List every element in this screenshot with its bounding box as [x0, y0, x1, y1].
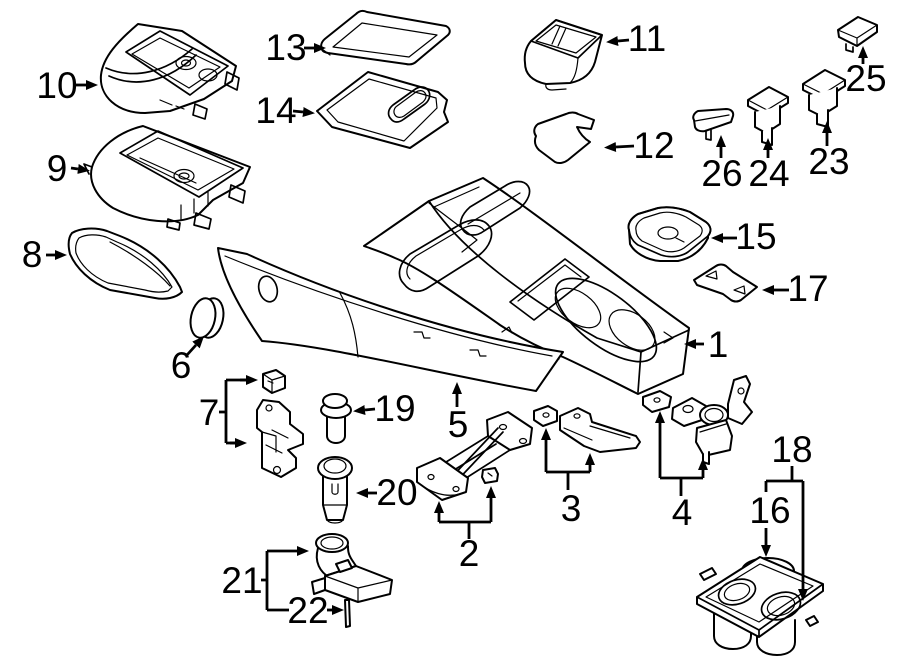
callout-14-label: 14 — [255, 90, 296, 131]
callout-11: 11 — [606, 18, 666, 59]
callout-11-label: 11 — [628, 18, 666, 59]
part-19-cap-plug — [320, 393, 352, 444]
part-5-side-panel — [217, 247, 564, 392]
callout-2-label: 2 — [459, 533, 480, 574]
callout-24-label: 24 — [748, 153, 789, 194]
callout-23-label: 23 — [808, 141, 849, 182]
callout-7-label: 7 — [199, 392, 220, 433]
part-10-console-tray-upper — [99, 23, 240, 120]
part-4-mount — [642, 375, 753, 465]
part-23-switch — [802, 69, 846, 128]
part-1-console-body — [363, 177, 690, 395]
callout-4: 4 — [655, 411, 708, 533]
callout-20: 20 — [356, 472, 418, 513]
callout-16-label: 16 — [749, 490, 790, 531]
callout-8: 8 — [22, 234, 67, 275]
part-20-outlet-socket — [317, 456, 353, 524]
part-3-bracket — [533, 405, 641, 453]
part-22-screw-pin — [344, 599, 351, 628]
callout-14: 14 — [255, 90, 315, 131]
callout-21: 21 — [221, 546, 309, 612]
callout-20-label: 20 — [376, 472, 417, 513]
part-26-cap — [692, 108, 735, 141]
callout-19-label: 19 — [374, 388, 415, 429]
callout-2: 2 — [434, 486, 496, 574]
callout-5-label: 5 — [448, 404, 469, 445]
callout-15-label: 15 — [735, 216, 776, 257]
callout-25: 25 — [845, 46, 887, 99]
callout-21-label: 21 — [221, 560, 262, 601]
part-6-round-cover — [189, 297, 225, 339]
part-12-mat — [533, 111, 595, 165]
callout-18: 18 — [764, 429, 813, 601]
part-9-console-tray-lower — [83, 125, 251, 231]
callout-19: 19 — [353, 388, 416, 429]
part-2-bracket-assembly — [416, 411, 533, 501]
part-18-cup-holder — [696, 556, 824, 656]
callout-26-label: 26 — [701, 153, 742, 194]
callout-12: 12 — [604, 125, 675, 166]
callout-17-label: 17 — [787, 268, 828, 309]
callout-13: 13 — [265, 27, 326, 68]
callout-1-label: 1 — [708, 324, 729, 365]
part-8-trim — [67, 227, 183, 300]
callout-9-label: 9 — [47, 148, 68, 189]
callout-6-label: 6 — [171, 345, 192, 386]
part-21-lighter-assembly — [311, 533, 393, 603]
part-7-bracket — [256, 369, 304, 478]
part-24-switch — [747, 86, 789, 146]
callout-18-label: 18 — [771, 429, 812, 470]
callout-5: 5 — [448, 382, 469, 445]
callout-4-label: 4 — [672, 492, 693, 533]
callout-23: 23 — [808, 121, 850, 182]
callout-22-label: 22 — [287, 590, 328, 631]
callout-26: 26 — [701, 135, 743, 194]
callout-8-label: 8 — [22, 234, 43, 275]
callout-6: 6 — [171, 336, 205, 386]
callout-1: 1 — [684, 324, 729, 365]
callout-3: 3 — [541, 428, 595, 529]
callout-16: 16 — [749, 490, 791, 557]
callout-10: 10 — [36, 65, 98, 106]
callout-25-label: 25 — [845, 58, 886, 99]
callout-12-label: 12 — [633, 125, 674, 166]
part-17-bracket-plate — [693, 263, 758, 303]
callout-9: 9 — [47, 148, 90, 189]
callout-22: 22 — [287, 590, 344, 631]
callout-13-label: 13 — [265, 27, 306, 68]
part-15-insert-tray — [627, 206, 712, 262]
part-25-cap — [837, 16, 878, 53]
callout-10-label: 10 — [36, 65, 77, 106]
part-13-mat — [320, 9, 451, 66]
callout-7: 7 — [199, 375, 258, 448]
callout-17: 17 — [762, 268, 829, 309]
callout-24: 24 — [748, 138, 790, 194]
callout-3-label: 3 — [561, 488, 582, 529]
callout-15: 15 — [711, 216, 777, 257]
part-14-trim-plate — [316, 71, 449, 149]
part-11-storage-bin — [523, 19, 603, 91]
